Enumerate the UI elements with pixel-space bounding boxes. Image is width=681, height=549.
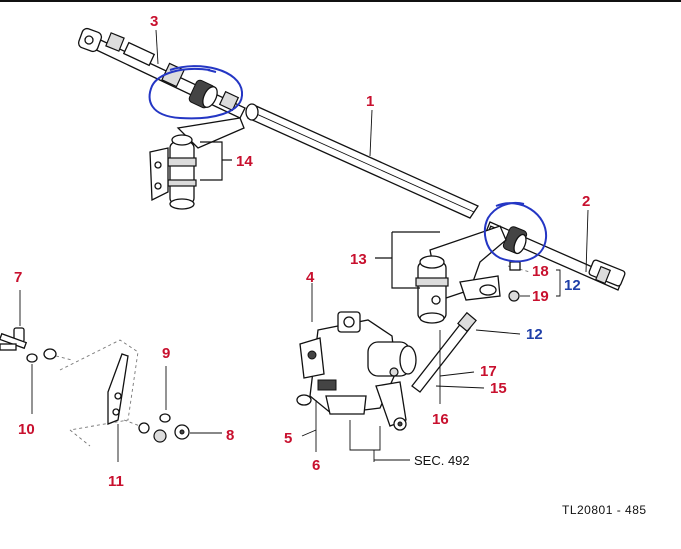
right-side-rod: [485, 221, 626, 291]
callout-4: 4: [306, 269, 315, 286]
section-reference: SEC. 492: [414, 453, 470, 468]
callout-2: 2: [582, 193, 590, 210]
idler-arm-left: [149, 117, 245, 210]
callout-9: 9: [162, 345, 170, 362]
callout-10: 10: [18, 421, 35, 438]
callout-11: 11: [108, 473, 124, 490]
mounting-bracket: [0, 290, 222, 462]
figure-code: TL20801 - 485: [562, 503, 647, 517]
highlight-circle-left: [148, 65, 244, 120]
callout-17: 17: [480, 363, 497, 380]
relay-rod: [245, 103, 479, 219]
drag-link: [411, 311, 521, 404]
callout-8: 8: [226, 427, 234, 444]
callout-1: 1: [366, 93, 374, 110]
highlight-circle-right: [483, 202, 548, 263]
left-bushing: [188, 79, 240, 112]
callout-18: 18: [532, 263, 549, 280]
callout-12-upper: 12: [564, 277, 581, 294]
left-side-rod: [77, 27, 246, 119]
callout-3: 3: [150, 13, 158, 30]
callout-19: 19: [532, 288, 549, 305]
callout-16: 16: [432, 411, 449, 428]
callout-7: 7: [14, 269, 22, 286]
callout-14: 14: [236, 153, 253, 170]
callout-6: 6: [312, 457, 320, 474]
callout-13: 13: [350, 251, 367, 268]
bolt-left: [0, 327, 28, 351]
callout-5: 5: [284, 430, 292, 447]
callout-15: 15: [490, 380, 507, 397]
callout-12-lower: 12: [526, 326, 543, 343]
steering-gear-box: [296, 283, 417, 462]
